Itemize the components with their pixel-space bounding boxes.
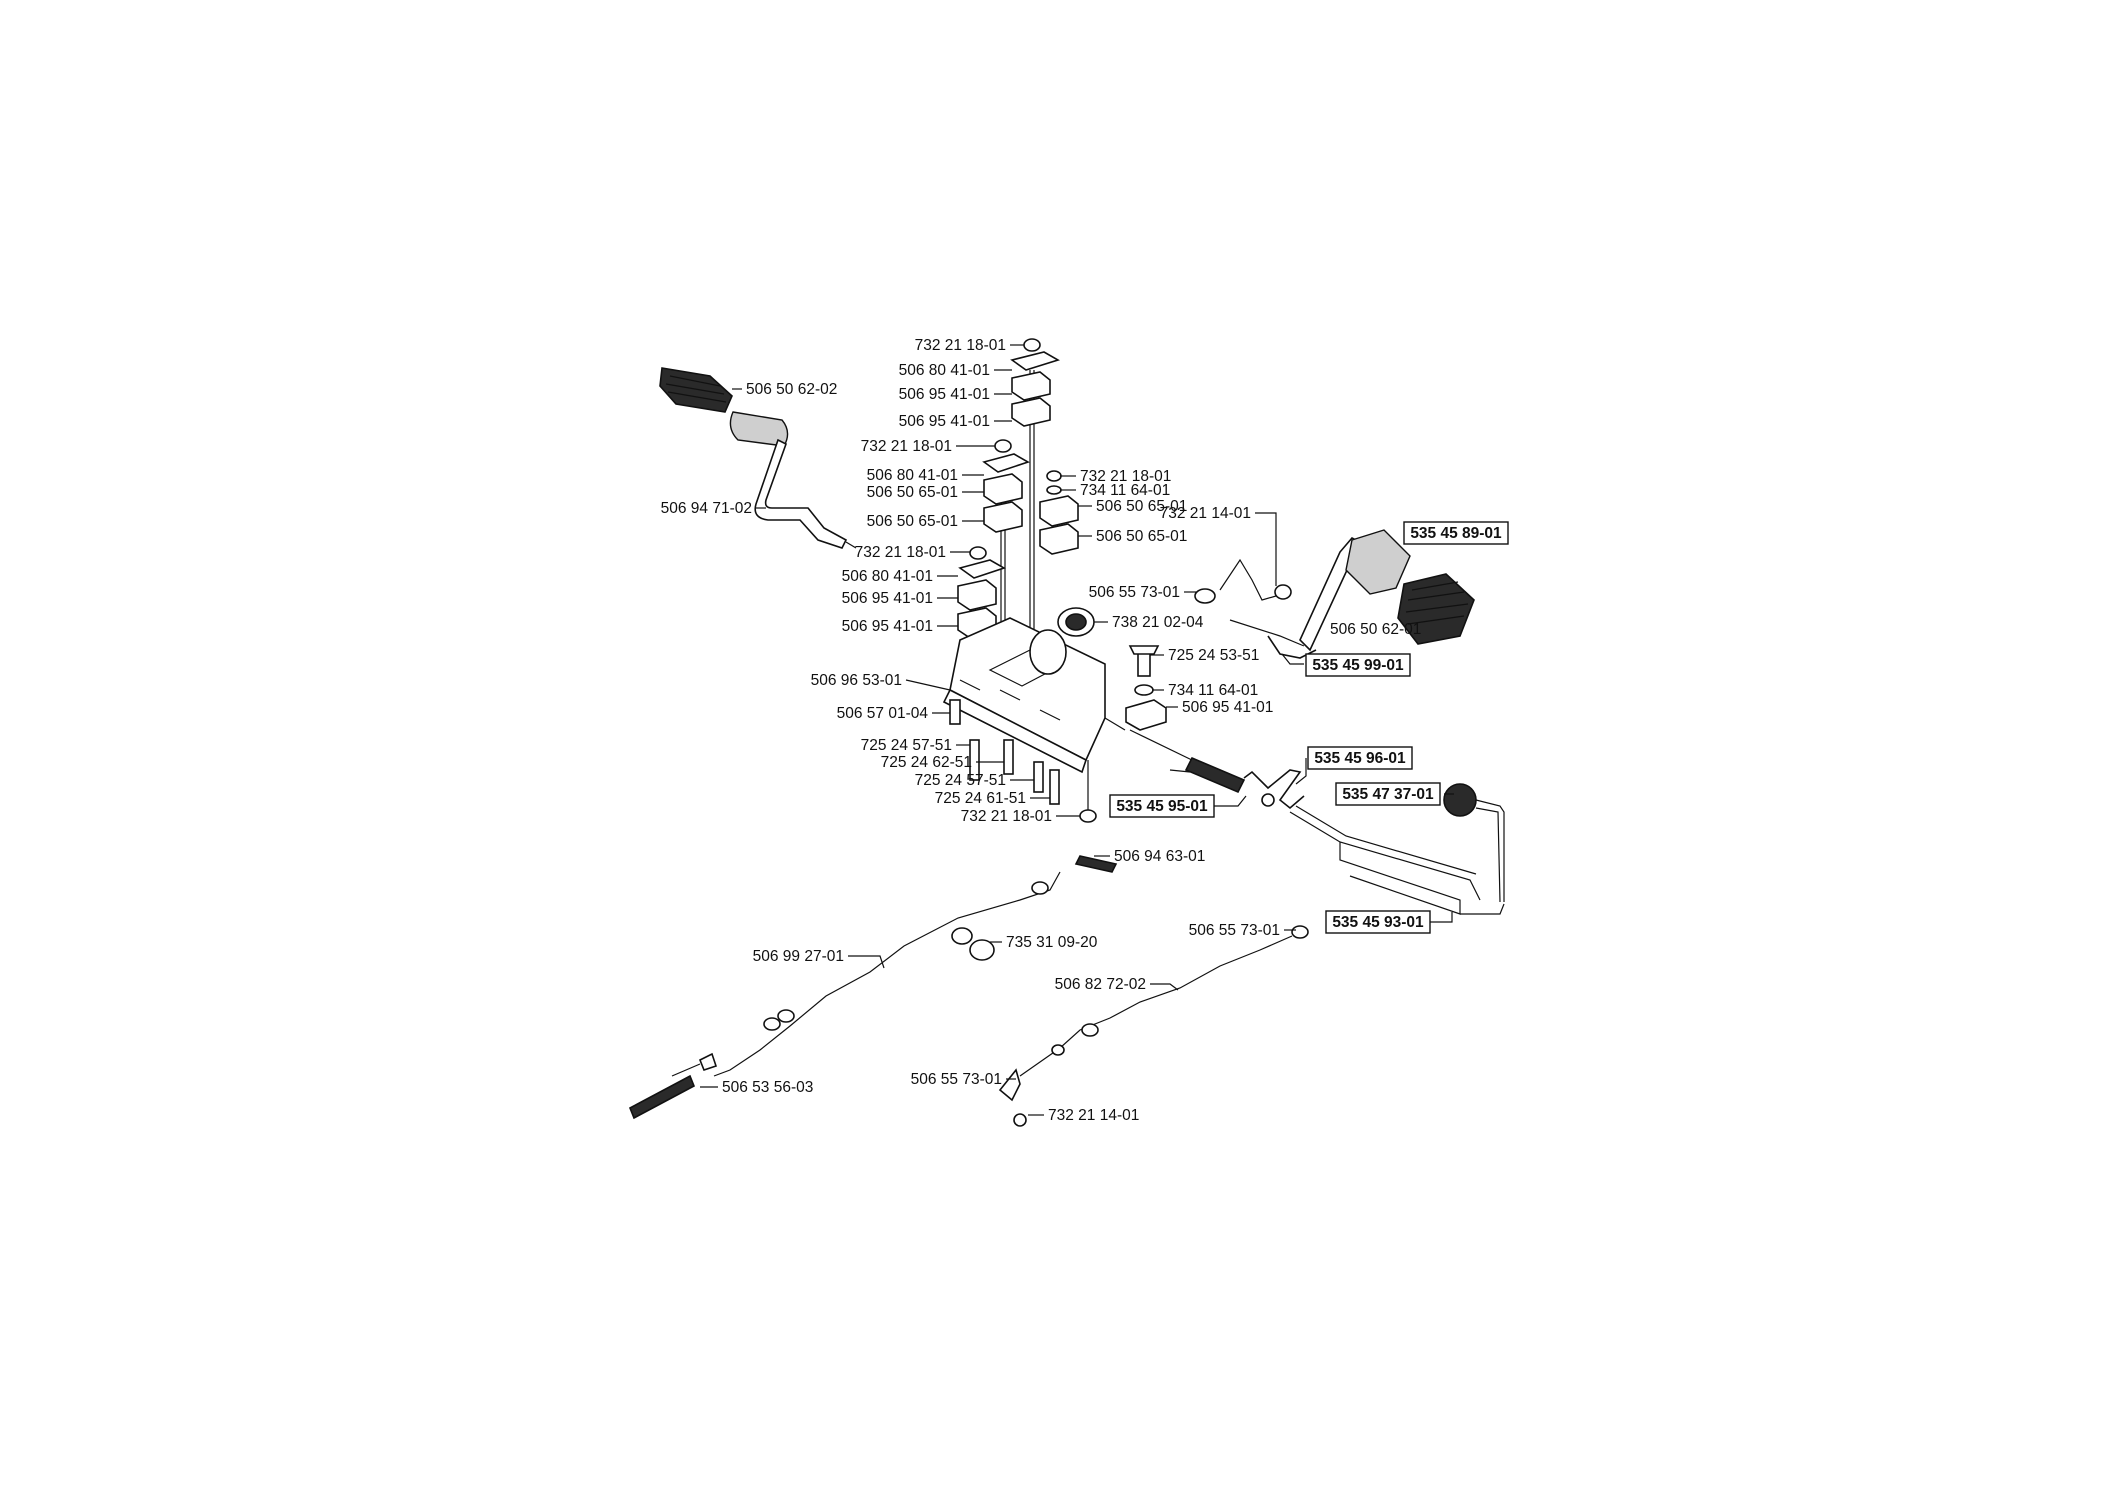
part-label: 535 47 37-01: [1342, 786, 1434, 803]
part-label: 506 95 41-01: [842, 618, 933, 635]
right-pedal-assembly: [1194, 529, 1475, 659]
part-label: 535 45 89-01: [1410, 525, 1502, 542]
part-label: 506 50 62-01: [1330, 621, 1421, 638]
left-cable: [628, 855, 1118, 1120]
part-label: 725 24 62-51: [881, 754, 972, 771]
part-label: 506 96 53-01: [811, 672, 902, 689]
part-label: 506 94 71-02: [661, 500, 752, 517]
middle-left-stack: [957, 439, 1030, 639]
bolts-under-bracket: [949, 699, 1097, 823]
part-label: 506 55 73-01: [1189, 922, 1280, 939]
part-label: 732 21 14-01: [1160, 505, 1251, 522]
part-label: 506 53 56-03: [722, 1079, 813, 1096]
right-cable: [998, 925, 1309, 1127]
part-label: 506 99 27-01: [753, 948, 844, 965]
part-label-box: [1307, 746, 1413, 770]
left-pedal-arm: [754, 438, 848, 549]
part-label: 535 45 96-01: [1314, 750, 1406, 767]
part-label: 506 55 73-01: [911, 1071, 1002, 1088]
part-label: 535 45 93-01: [1332, 914, 1424, 931]
drawing-parts: [628, 338, 1505, 1127]
part-label: 725 24 57-51: [861, 737, 952, 754]
part-label-box: [1325, 910, 1431, 934]
right-linkage: [1129, 729, 1505, 915]
part-label: 506 55 73-01: [1089, 584, 1180, 601]
part-label: 506 50 65-01: [1096, 498, 1187, 515]
base-bracket: [942, 617, 1126, 774]
part-label: 732 21 18-01: [961, 808, 1052, 825]
part-label: 506 80 41-01: [842, 568, 933, 585]
part-label: 734 11 64-01: [1080, 482, 1170, 499]
part-label: 738 21 02-04: [1112, 614, 1204, 631]
part-label-box: [1109, 794, 1215, 818]
right-block-group: [1125, 645, 1167, 731]
part-label: 535 45 99-01: [1312, 657, 1404, 674]
middle-right-stack: [1039, 470, 1079, 555]
part-label-box: [1305, 653, 1411, 677]
part-label: 535 45 95-01: [1116, 798, 1208, 815]
part-label: 735 31 09-20: [1006, 934, 1098, 951]
part-label: 506 50 65-01: [867, 513, 958, 530]
part-label: 506 82 72-02: [1055, 976, 1146, 993]
part-label: 732 21 18-01: [855, 544, 946, 561]
part-label: 506 95 41-01: [1182, 699, 1273, 716]
bushing-ring: [1057, 607, 1095, 637]
part-label: 506 50 65-01: [1096, 528, 1187, 545]
part-label: 732 21 18-01: [1080, 468, 1171, 485]
part-label: 732 21 14-01: [1048, 1107, 1139, 1124]
part-label-box: [1335, 782, 1441, 806]
part-label: 506 50 65-01: [867, 484, 958, 501]
part-label: 506 50 62-02: [746, 381, 837, 398]
part-label: 734 11 64-01: [1168, 682, 1258, 699]
part-label: 506 95 41-01: [842, 590, 933, 607]
part-label: 506 80 41-01: [867, 467, 958, 484]
part-label: 506 94 63-01: [1114, 848, 1205, 865]
part-labels: 732 21 18-01 506 80 41-01 506 95 41-01 5…: [661, 337, 1509, 1124]
part-label: 725 24 53-51: [1168, 647, 1259, 664]
part-label-box: [1403, 521, 1509, 545]
left-pedal-pad: [659, 367, 733, 413]
part-label: 506 95 41-01: [899, 386, 990, 403]
top-stack: [1010, 338, 1060, 427]
part-label: 506 95 41-01: [899, 413, 990, 430]
part-label: 732 21 18-01: [861, 438, 952, 455]
part-label: 725 24 61-51: [935, 790, 1026, 807]
part-label: 506 80 41-01: [899, 362, 990, 379]
leader-lines: [700, 344, 1454, 1116]
part-label: 732 21 18-01: [915, 337, 1006, 354]
part-label: 725 24 57-51: [915, 772, 1006, 789]
part-label: 506 57 01-04: [837, 705, 929, 722]
